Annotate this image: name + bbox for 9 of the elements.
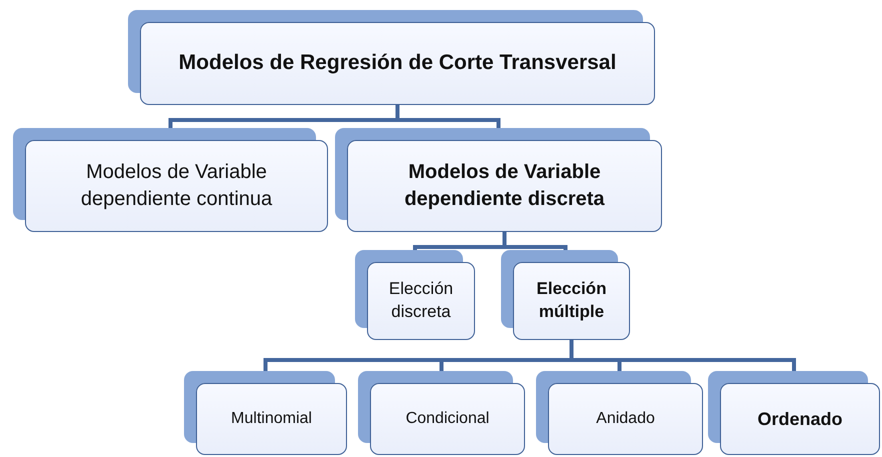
box-label: Modelos de Variable dependiente discreta <box>403 160 606 212</box>
box-label: Elección múltiple <box>536 278 608 323</box>
box-label: Elección discreta <box>388 278 454 323</box>
box-label: Anidado <box>596 409 655 430</box>
box-label: Modelos de Variable dependiente continua <box>80 160 274 212</box>
box-label: Modelos de Regresión de Corte Transversal <box>178 50 616 76</box>
box-label: Condicional <box>406 409 490 430</box>
box-label: Ordenado <box>757 408 842 431</box>
box-label: Multinomial <box>231 409 312 430</box>
